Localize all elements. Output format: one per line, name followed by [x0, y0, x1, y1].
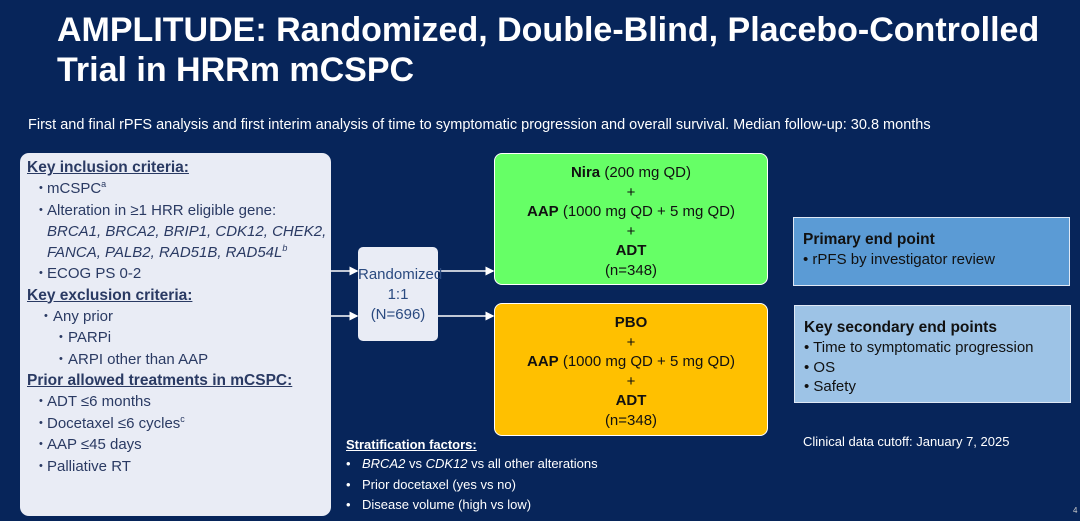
- prior-heading: Prior allowed treatments in mCSPC:: [27, 372, 293, 389]
- exclusion-heading: Key exclusion criteria:: [27, 286, 193, 304]
- data-cutoff-note: Clinical data cutoff: January 7, 2025: [803, 434, 1010, 449]
- treatment-arm-niraparib: Nira (200 mg QD) + AAP (1000 mg QD + 5 m…: [494, 153, 768, 285]
- gene-list: BRCA1, BRCA2, BRIP1, CDK12, CHEK2, FANCA…: [47, 223, 327, 261]
- page-number: 4: [1073, 506, 1078, 515]
- inclusion-item: Alteration in ≥1 HRR eligible gene:: [27, 200, 331, 222]
- stratification-factors: Stratification factors: BRCA2 vs CDK12 v…: [346, 435, 598, 516]
- inclusion-item: ECOG PS 0-2: [27, 263, 331, 285]
- prior-item: Palliative RT: [27, 456, 331, 478]
- criteria-panel: Key inclusion criteria: mCSPCa Alteratio…: [20, 153, 331, 516]
- exclusion-item: Any prior: [27, 306, 331, 328]
- primary-endpoint-box: Primary end point • rPFS by investigator…: [793, 217, 1070, 286]
- exclusion-item: PARPi: [27, 327, 331, 349]
- inclusion-heading: Key inclusion criteria:: [27, 159, 189, 176]
- secondary-endpoints-box: Key secondary end points • Time to sympt…: [794, 305, 1071, 403]
- treatment-arm-placebo: PBO + AAP (1000 mg QD + 5 mg QD) + ADT (…: [494, 303, 768, 436]
- prior-item: ADT ≤6 months: [27, 391, 331, 413]
- slide-title: AMPLITUDE: Randomized, Double-Blind, Pla…: [57, 11, 1040, 89]
- prior-item: Docetaxel ≤6 cyclesc: [27, 413, 331, 435]
- slide-subtitle: First and final rPFS analysis and first …: [28, 117, 931, 133]
- prior-item: AAP ≤45 days: [27, 434, 331, 456]
- inclusion-item: mCSPCa: [27, 178, 331, 200]
- exclusion-item: ARPI other than AAP: [27, 349, 331, 371]
